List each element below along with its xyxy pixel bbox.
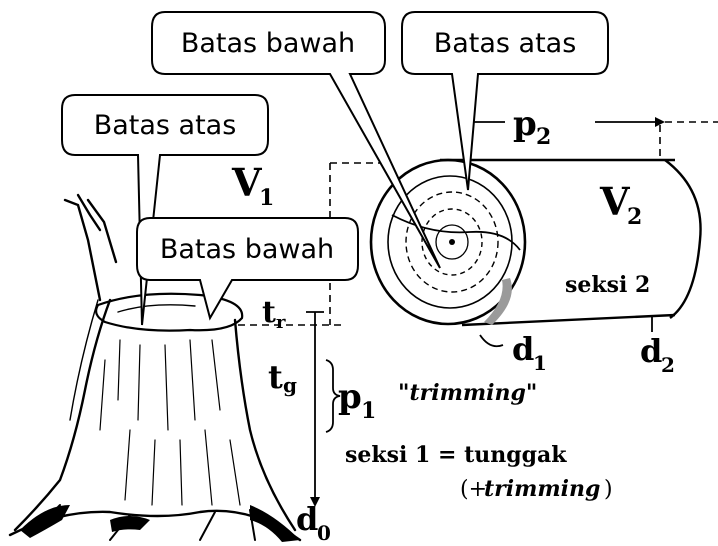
tg-label: t <box>268 358 283 396</box>
label-d2: d 2 <box>640 332 675 377</box>
tg-subscript: g <box>283 373 297 397</box>
p1-label: p <box>338 377 362 417</box>
label-p2: p 2 <box>513 104 551 150</box>
plus-trimming-open: (+ <box>460 477 487 502</box>
plus-trimming-close: ) <box>604 477 613 502</box>
callout-batas-atas-top: Batas atas <box>402 12 608 190</box>
d0-subscript: 0 <box>317 521 331 545</box>
batas-bawah-top-label: Batas bawah <box>181 28 355 59</box>
batas-atas-top-label: Batas atas <box>434 28 577 59</box>
p2-label: p <box>513 104 537 144</box>
d1-subscript: 1 <box>533 351 547 375</box>
label-d0: d 0 <box>296 500 331 545</box>
trimming-label: "trimming" <box>398 380 537 406</box>
seksi-1-label: seksi 1 = tunggak <box>345 442 567 468</box>
callout-batas-atas-left: Batas atas <box>62 95 268 325</box>
tr-label: t <box>262 295 276 330</box>
v1-subscript: 1 <box>259 185 274 211</box>
d0-label: d <box>296 500 318 538</box>
tr-subscript: r <box>276 312 286 333</box>
label-v1: V 1 <box>231 160 274 211</box>
v2-subscript: 2 <box>627 204 642 230</box>
log-pith <box>449 239 455 245</box>
batas-bawah-left-label: Batas bawah <box>160 234 334 265</box>
d1-label: d <box>512 330 534 368</box>
seksi-2-label: seksi 2 <box>565 272 650 298</box>
stump-root-shading <box>20 505 300 542</box>
d2-label: d <box>640 332 662 370</box>
p1-subscript: 1 <box>361 398 376 424</box>
log-section-2 <box>371 160 701 325</box>
d2-subscript: 2 <box>661 353 675 377</box>
batas-atas-left-label: Batas atas <box>94 110 237 141</box>
callout-batas-bawah-left: Batas bawah <box>137 218 358 318</box>
label-p1: p 1 <box>338 377 376 424</box>
label-d1: d 1 <box>512 330 547 375</box>
label-v2: V 2 <box>599 179 642 230</box>
p2-subscript: 2 <box>536 124 551 150</box>
plus-trimming-word: trimming <box>484 476 600 502</box>
plus-trimming-label: (+ trimming ) <box>460 476 613 502</box>
label-tr: t r <box>262 295 286 333</box>
label-tg: t g <box>268 358 297 397</box>
